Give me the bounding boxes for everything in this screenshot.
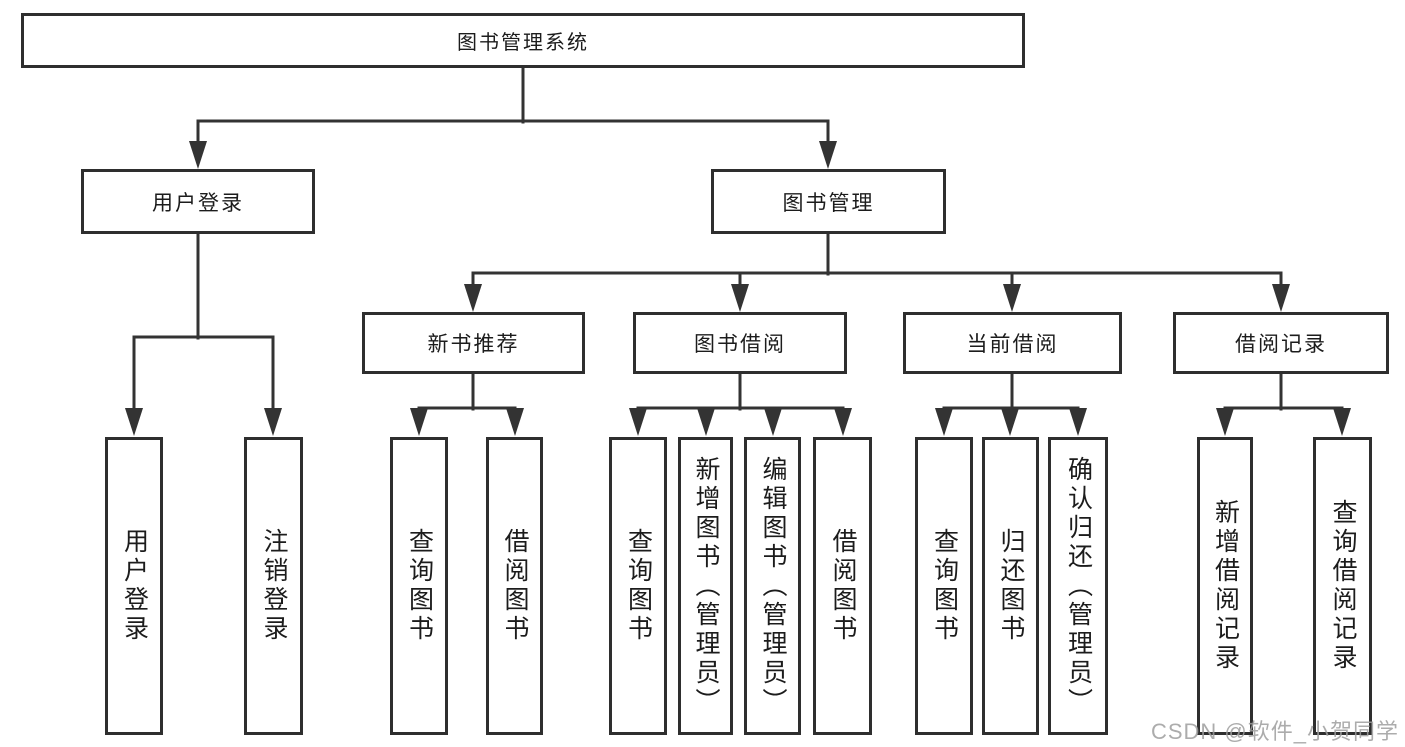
leaf-query-books: 查询图书 <box>609 437 667 735</box>
leaf-borrow-books: 借阅图书 <box>486 437 543 735</box>
node-label: 新增图书（管理员） <box>692 455 720 717</box>
arrow-down-icon <box>731 284 749 312</box>
arrow-down-icon <box>1216 408 1234 436</box>
leaf-confirm-return-admin: 确认归还（管理员） <box>1048 437 1108 735</box>
node-label: 新书推荐 <box>427 333 520 356</box>
node-book-borrowing: 图书借阅 <box>633 312 847 374</box>
node-label: 查询图书 <box>930 528 959 644</box>
node-label: 查询图书 <box>405 528 434 644</box>
arrow-down-icon <box>506 408 524 436</box>
leaf-return-books: 归还图书 <box>982 437 1039 735</box>
arrow-down-icon <box>1069 408 1087 436</box>
node-current-borrowing: 当前借阅 <box>903 312 1122 374</box>
node-label: 确认归还（管理员） <box>1064 455 1093 717</box>
arrow-down-icon <box>1001 408 1019 436</box>
leaf-query-books: 查询图书 <box>390 437 448 735</box>
node-label: 借阅记录 <box>1235 333 1327 356</box>
leaf-add-borrow-record: 新增借阅记录 <box>1197 437 1253 735</box>
arrow-down-icon <box>264 408 282 436</box>
leaf-borrow-books: 借阅图书 <box>813 437 872 735</box>
node-label: 查询图书 <box>624 528 653 644</box>
node-label: 图书借阅 <box>694 333 786 356</box>
arrow-down-icon <box>1272 284 1290 312</box>
arrow-down-icon <box>629 408 647 436</box>
node-label: 新增借阅记录 <box>1211 499 1240 673</box>
arrow-down-icon <box>125 408 143 436</box>
arrow-down-icon <box>935 408 953 436</box>
csdn-watermark: CSDN @软件_小贺同学 <box>1150 719 1399 744</box>
node-label: 用户登录 <box>152 191 244 215</box>
arrow-down-icon <box>764 408 782 436</box>
leaf-query-books: 查询图书 <box>915 437 973 735</box>
arrow-down-icon <box>1003 284 1021 312</box>
arrow-down-icon <box>464 284 482 312</box>
node-label: 借阅图书 <box>829 528 857 644</box>
arrow-down-icon <box>697 408 715 436</box>
node-library-management-system: 图书管理系统 <box>21 13 1025 68</box>
node-new-book-recommendation: 新书推荐 <box>362 312 585 374</box>
connector-arrows <box>125 141 1351 436</box>
arrow-down-icon <box>834 408 852 436</box>
leaf-query-borrow-record: 查询借阅记录 <box>1313 437 1372 735</box>
node-label: 图书管理系统 <box>457 32 589 54</box>
leaf-add-books-admin: 新增图书（管理员） <box>678 437 733 735</box>
node-label: 编辑图书（管理员） <box>759 455 787 717</box>
node-label: 图书管理 <box>782 191 875 215</box>
node-label: 注销登录 <box>260 528 288 644</box>
node-label: 归还图书 <box>997 528 1025 644</box>
node-book-management: 图书管理 <box>711 169 946 234</box>
node-label: 用户登录 <box>120 528 149 644</box>
leaf-user-login: 用户登录 <box>105 437 163 735</box>
node-label: 借阅图书 <box>501 528 529 644</box>
arrow-down-icon <box>410 408 428 436</box>
node-user-login: 用户登录 <box>81 169 315 234</box>
arrow-down-icon <box>1333 408 1351 436</box>
leaf-logout: 注销登录 <box>244 437 303 735</box>
node-borrowing-records: 借阅记录 <box>1173 312 1389 374</box>
arrow-down-icon <box>189 141 207 169</box>
leaf-edit-books-admin: 编辑图书（管理员） <box>744 437 801 735</box>
node-label: 查询借阅记录 <box>1329 499 1357 673</box>
arrow-down-icon <box>819 141 837 169</box>
node-label: 当前借阅 <box>966 333 1059 356</box>
